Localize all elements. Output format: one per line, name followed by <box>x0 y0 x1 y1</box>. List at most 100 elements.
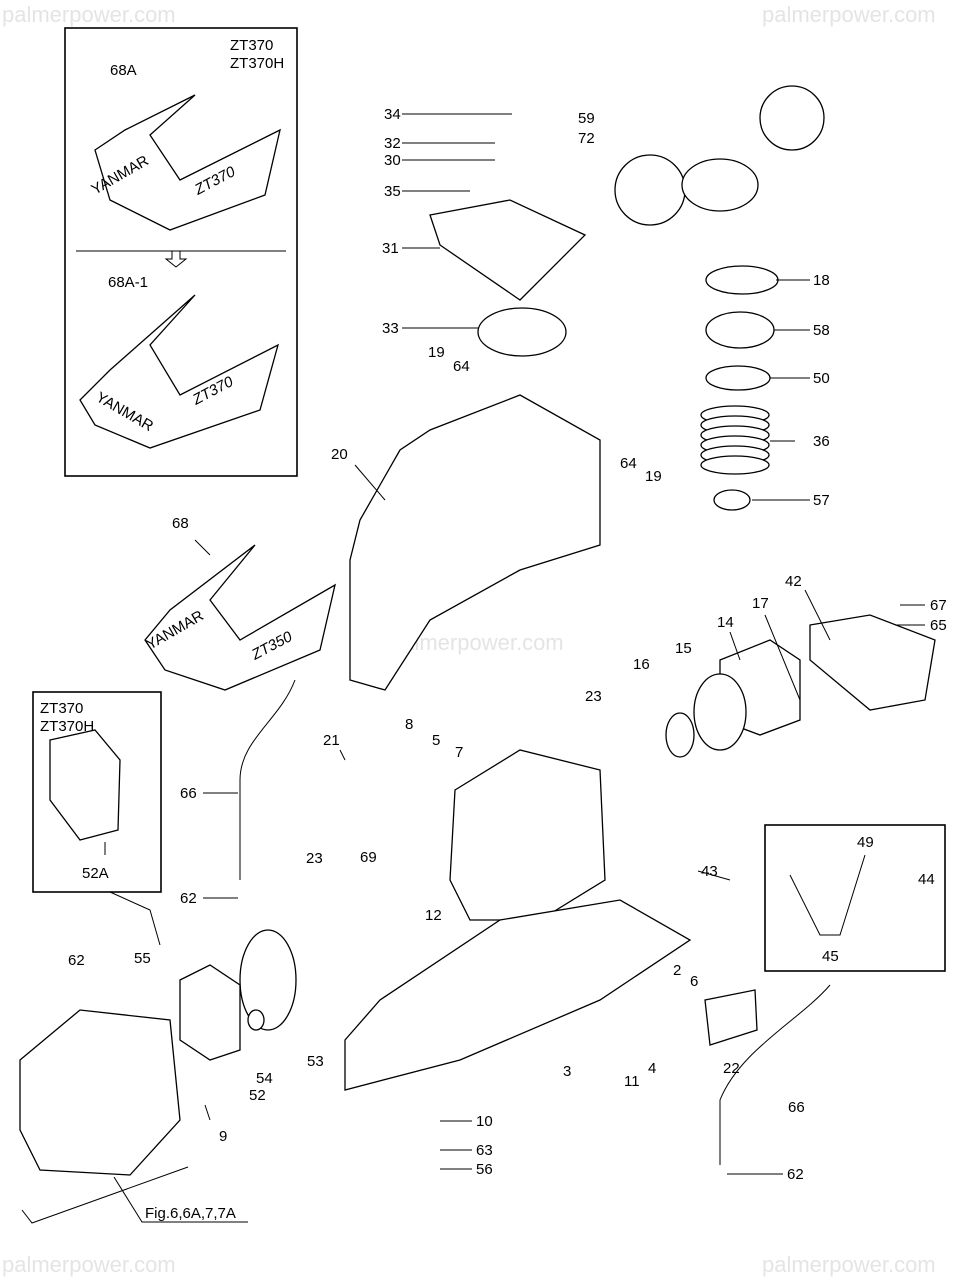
part-gear-59 <box>614 154 686 226</box>
part-number-label-43: 43 <box>701 863 718 880</box>
part-pad-22 <box>704 989 758 1046</box>
part-number-label-64: 64 <box>453 358 470 375</box>
part-ring-50 <box>705 365 771 391</box>
part-number-label-72: 72 <box>578 130 595 147</box>
part-lower-case-3 <box>344 899 692 1091</box>
part-number-label-56: 56 <box>476 1161 493 1178</box>
part-oring-33 <box>477 307 567 357</box>
part-number-label-19: 19 <box>428 344 445 361</box>
part-number-label-42: 42 <box>785 573 802 590</box>
part-number-label-57: 57 <box>813 492 830 509</box>
part-number-label-11: 11 <box>624 1073 640 1090</box>
part-number-label-62: 62 <box>180 890 197 907</box>
part-number-label-67: 67 <box>930 597 947 614</box>
part-number-label-63: 63 <box>476 1142 493 1159</box>
leader-line <box>804 589 831 641</box>
figure-reference-text: Fig.6,6A,7,7A <box>145 1205 236 1222</box>
part-seal-16 <box>665 712 695 758</box>
decal-68a: YANMAR ZT370 <box>89 94 281 231</box>
leader-line <box>194 539 211 556</box>
leader-line <box>729 631 741 661</box>
part-number-label-62: 62 <box>787 1166 804 1183</box>
label-44: 44 <box>918 871 935 888</box>
part-number-label-23: 23 <box>585 688 602 705</box>
part-number-label-66: 66 <box>180 785 197 802</box>
leader-line <box>764 614 801 701</box>
label-45: 45 <box>822 948 839 965</box>
inset-leaders <box>104 842 866 946</box>
label-68a-1: 68A-1 <box>108 274 148 291</box>
leader-line <box>697 870 731 881</box>
part-number-label-68: 68 <box>172 515 189 532</box>
part-hose-66 <box>239 679 296 880</box>
watermark: palmerpower.com <box>2 1252 176 1277</box>
part-number-label-23: 23 <box>306 850 323 867</box>
part-ring-18 <box>705 265 779 295</box>
inset-box-decal-zt370 <box>64 27 298 477</box>
watermarks: palmerpower.com palmerpower.com palmerpowe… <box>2 2 936 1277</box>
leader-line <box>354 464 386 501</box>
part-oring-54 <box>247 1009 265 1031</box>
part-number-label-32: 32 <box>384 135 401 152</box>
figure-reference-leader <box>21 1166 248 1224</box>
label-68a: 68A <box>110 62 137 79</box>
part-number-label-20: 20 <box>331 446 348 463</box>
part-number-label-19: 19 <box>645 468 662 485</box>
part-shims-36 <box>700 405 770 475</box>
part-number-label-53: 53 <box>307 1053 324 1070</box>
part-number-label-36: 36 <box>813 433 830 450</box>
decal-68: YANMAR ZT350 <box>144 544 336 691</box>
decal-68a-1: YANMAR ZT370 <box>79 294 280 449</box>
part-number-label-17: 17 <box>752 595 769 612</box>
leader-line <box>339 749 346 761</box>
part-number-label-52: 52 <box>249 1087 266 1104</box>
part-collar-57 <box>713 489 751 511</box>
part-labels: 3432303531335972185850365719642064196842… <box>68 106 947 1183</box>
part-gear-72 <box>681 158 759 212</box>
part-bearing-58 <box>705 311 775 349</box>
part-number-label-31: 31 <box>382 240 399 257</box>
part-number-label-65: 65 <box>930 617 947 634</box>
part-number-label-33: 33 <box>382 320 399 337</box>
part-number-label-16: 16 <box>633 656 650 673</box>
part-number-label-54: 54 <box>256 1070 273 1087</box>
part-number-label-50: 50 <box>813 370 830 387</box>
part-number-label-10: 10 <box>476 1113 493 1130</box>
part-number-label-58: 58 <box>813 322 830 339</box>
part-number-label-4: 4 <box>648 1060 656 1077</box>
part-number-label-3: 3 <box>563 1063 571 1080</box>
part-housing-cover-20 <box>349 394 601 691</box>
part-seal-holder-52 <box>179 964 241 1061</box>
part-seal-holder-52a <box>49 729 121 841</box>
part-number-label-66: 66 <box>788 1099 805 1116</box>
part-number-label-5: 5 <box>432 732 440 749</box>
part-hose-66b <box>719 984 831 1165</box>
watermark: palmerpower.com <box>762 2 936 27</box>
part-transmission-reference <box>19 1009 181 1176</box>
part-number-label-7: 7 <box>455 744 463 761</box>
inset-left-model-2: ZT370H <box>40 718 94 735</box>
part-bracket-42 <box>809 614 936 711</box>
part-number-label-14: 14 <box>717 614 734 631</box>
part-number-label-59: 59 <box>578 110 595 127</box>
part-oring-15 <box>693 673 747 751</box>
shim <box>700 455 770 475</box>
inset-top-model-2: ZT370H <box>230 55 284 72</box>
part-number-label-55: 55 <box>134 950 151 967</box>
part-number-label-9: 9 <box>219 1128 227 1145</box>
part-number-label-6: 6 <box>690 973 698 990</box>
inset-left-model-1: ZT370 <box>40 700 83 717</box>
part-number-label-34: 34 <box>384 106 401 123</box>
label-52a: 52A <box>82 865 109 882</box>
part-number-label-69: 69 <box>360 849 377 866</box>
part-gear-59b <box>759 85 825 151</box>
watermark: palmerpower.com <box>762 1252 936 1277</box>
part-number-label-15: 15 <box>675 640 692 657</box>
part-gearcase-body <box>449 749 606 921</box>
part-number-label-21: 21 <box>323 732 340 749</box>
part-number-label-8: 8 <box>405 716 413 733</box>
part-number-label-2: 2 <box>673 962 681 979</box>
label-49: 49 <box>857 834 874 851</box>
